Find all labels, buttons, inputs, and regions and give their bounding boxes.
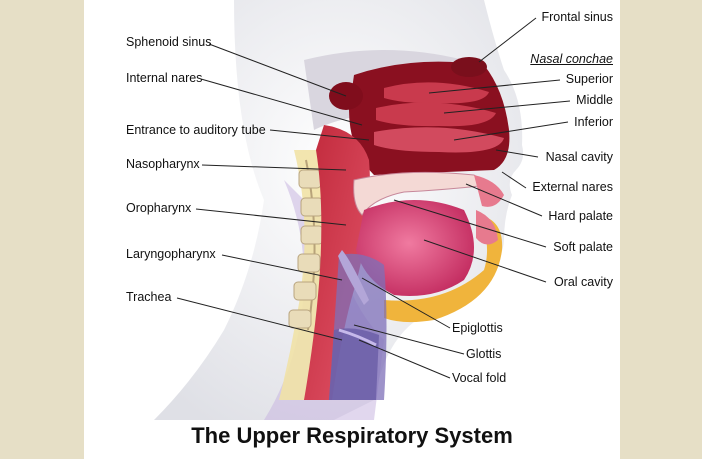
label-soft-palate: Soft palate (553, 240, 613, 254)
vertebra (288, 309, 312, 329)
diagram-title: The Upper Respiratory System (191, 423, 513, 448)
label-external-nares: External nares (532, 180, 613, 194)
vertebra (300, 225, 324, 245)
vertebra (298, 169, 322, 189)
vertebra (293, 281, 317, 301)
label-inferior: Inferior (574, 115, 613, 129)
label-oropharynx: Oropharynx (126, 201, 192, 215)
anatomy-illustration (154, 0, 571, 420)
diagram-panel: Sphenoid sinus Internal nares Entrance t… (84, 0, 620, 459)
label-hard-palate: Hard palate (548, 209, 613, 223)
label-glottis: Glottis (466, 347, 502, 361)
label-nasopharynx: Nasopharynx (126, 157, 200, 171)
palate (353, 171, 491, 216)
label-nasal-conchae: Nasal conchae (530, 52, 613, 66)
trachea-tube (329, 328, 379, 400)
middle-concha (376, 102, 496, 127)
label-superior: Superior (565, 72, 613, 86)
lower-lip (476, 210, 498, 245)
label-trachea: Trachea (126, 290, 172, 304)
label-internal-nares: Internal nares (126, 71, 203, 85)
inferior-concha (374, 127, 504, 153)
label-laryngopharynx: Laryngopharynx (126, 247, 216, 261)
label-frontal-sinus: Frontal sinus (541, 10, 613, 24)
label-oral-cavity: Oral cavity (553, 275, 613, 289)
label-epiglottis: Epiglottis (452, 321, 503, 335)
frontal-sinus (451, 57, 487, 77)
vertebra (300, 197, 324, 217)
vertebra (297, 253, 321, 273)
label-nasal-cavity: Nasal cavity (545, 150, 613, 164)
label-sphenoid-sinus: Sphenoid sinus (126, 35, 212, 49)
vocal-fold (338, 328, 377, 347)
label-vocal-fold: Vocal fold (452, 371, 507, 385)
epiglottis (338, 250, 369, 305)
tongue (356, 200, 474, 296)
jaw (384, 215, 503, 323)
label-entrance-auditory-tube: Entrance to auditory tube (126, 123, 266, 137)
superior-concha (384, 82, 489, 104)
leader-lines (176, 17, 571, 379)
upper-lip (474, 175, 504, 207)
label-middle: Middle (576, 93, 613, 107)
